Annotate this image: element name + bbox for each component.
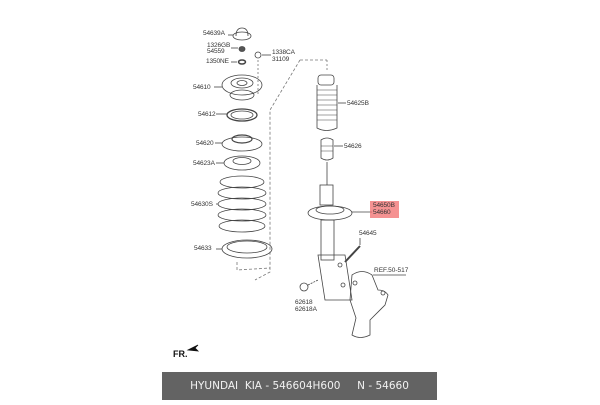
- label-54559: 54559: [207, 48, 225, 55]
- label-31109: 31109: [272, 56, 290, 63]
- part-54625b-bellows-boot: [316, 74, 346, 131]
- label-62618a: 62618A: [295, 306, 317, 313]
- part-steering-knuckle: [349, 271, 406, 338]
- part-54630s-coil-spring: [216, 175, 267, 233]
- label-1338ca: 1338CA: [272, 49, 295, 56]
- label-1326gb: 1326GB: [207, 42, 231, 49]
- part-54610-strut-mount: [214, 74, 263, 101]
- label-54650b: 54650B: [373, 202, 395, 209]
- part-62618-nut: [299, 279, 319, 292]
- part-1326gb-nut: [231, 46, 246, 52]
- label-62618: 62618: [295, 299, 313, 306]
- part-strut-assembly: [307, 162, 372, 301]
- label-54620: 54620: [196, 140, 214, 147]
- highlighted-part-box: [370, 201, 399, 218]
- label-54645: 54645: [359, 230, 377, 237]
- label-54623a: 54623A: [193, 160, 215, 167]
- label-54630s: 54630S: [191, 201, 213, 208]
- label-54625b: 54625B: [347, 100, 369, 107]
- label-54610: 54610: [193, 84, 211, 91]
- assembly-dashed-line: [254, 59, 301, 281]
- part-54645-bolt: [344, 238, 361, 263]
- part-54626-bump-stop: [320, 137, 343, 161]
- part-54639a-dust-cap: [228, 27, 252, 41]
- part-54623a-spring-pad: [216, 155, 261, 171]
- part-54612-bearing: [216, 108, 258, 122]
- part-54633-lower-pad: [216, 239, 273, 259]
- front-arrow-icon: [186, 344, 200, 352]
- part-1338ca-nut: [254, 51, 271, 59]
- label-54633: 54633: [194, 245, 212, 252]
- front-direction-label: FR.: [173, 349, 188, 359]
- caption-text: HYUNDAI KIA - 546604H600 N - 54660: [190, 380, 409, 392]
- label-54612: 54612: [198, 111, 216, 118]
- reference-label: REF.50-517: [374, 267, 409, 274]
- label-1350ne: 1350NE: [206, 58, 229, 65]
- part-1350ne-washer: [231, 59, 247, 65]
- part-54620-spring-seat: [215, 134, 263, 152]
- label-54626: 54626: [344, 143, 362, 150]
- label-54660: 54660: [373, 209, 391, 216]
- label-54639a: 54639A: [203, 30, 225, 37]
- part-caption-bar: HYUNDAI KIA - 546604H600 N - 54660: [162, 372, 437, 400]
